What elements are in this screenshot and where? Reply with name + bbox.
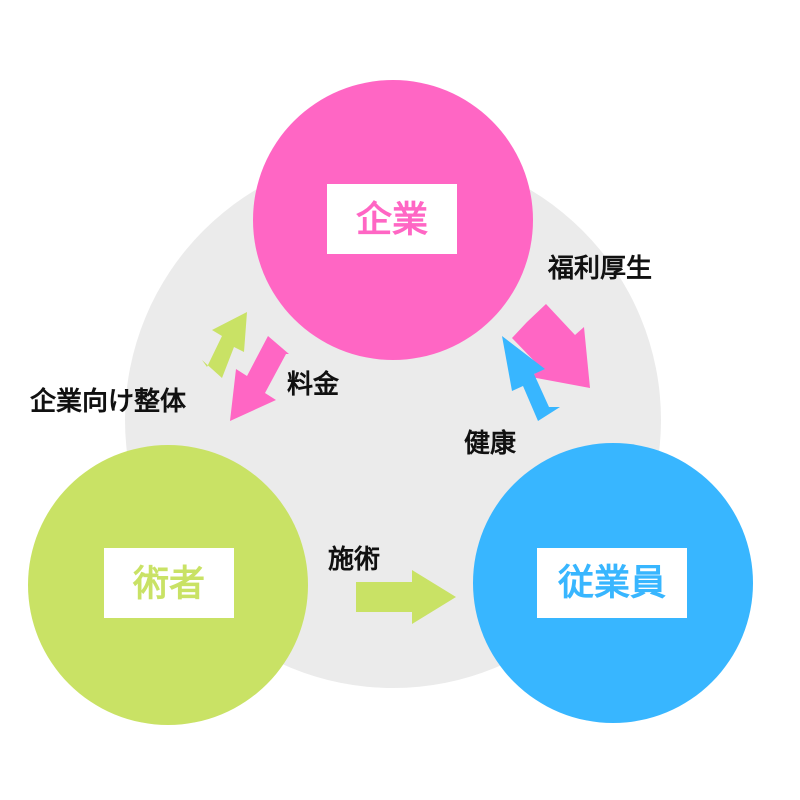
employee-node: 従業員 bbox=[473, 443, 753, 723]
treatment-label: 施術 bbox=[328, 544, 380, 575]
health-label: 健康 bbox=[464, 428, 517, 459]
practitioner-label: 術者 bbox=[132, 564, 205, 605]
health-arrow bbox=[502, 336, 560, 421]
employee-label: 従業員 bbox=[557, 563, 666, 604]
employee-label-box bbox=[537, 548, 687, 618]
company-label: 企業 bbox=[356, 199, 428, 241]
treatment-arrow bbox=[356, 570, 456, 624]
fee-arrow bbox=[230, 336, 289, 421]
practitioner-node: 術者 bbox=[28, 445, 308, 725]
fee-label: 料金 bbox=[287, 369, 340, 400]
welfare-arrow bbox=[512, 304, 590, 388]
corporate-seitai-arrow bbox=[202, 312, 247, 378]
company-node: 企業 bbox=[253, 80, 533, 360]
company-label-box bbox=[327, 184, 457, 254]
practitioner-label-box bbox=[104, 548, 234, 618]
welfare-label: 福利厚生 bbox=[547, 254, 652, 284]
corporate-seitai-label: 企業向け整体 bbox=[30, 386, 187, 417]
